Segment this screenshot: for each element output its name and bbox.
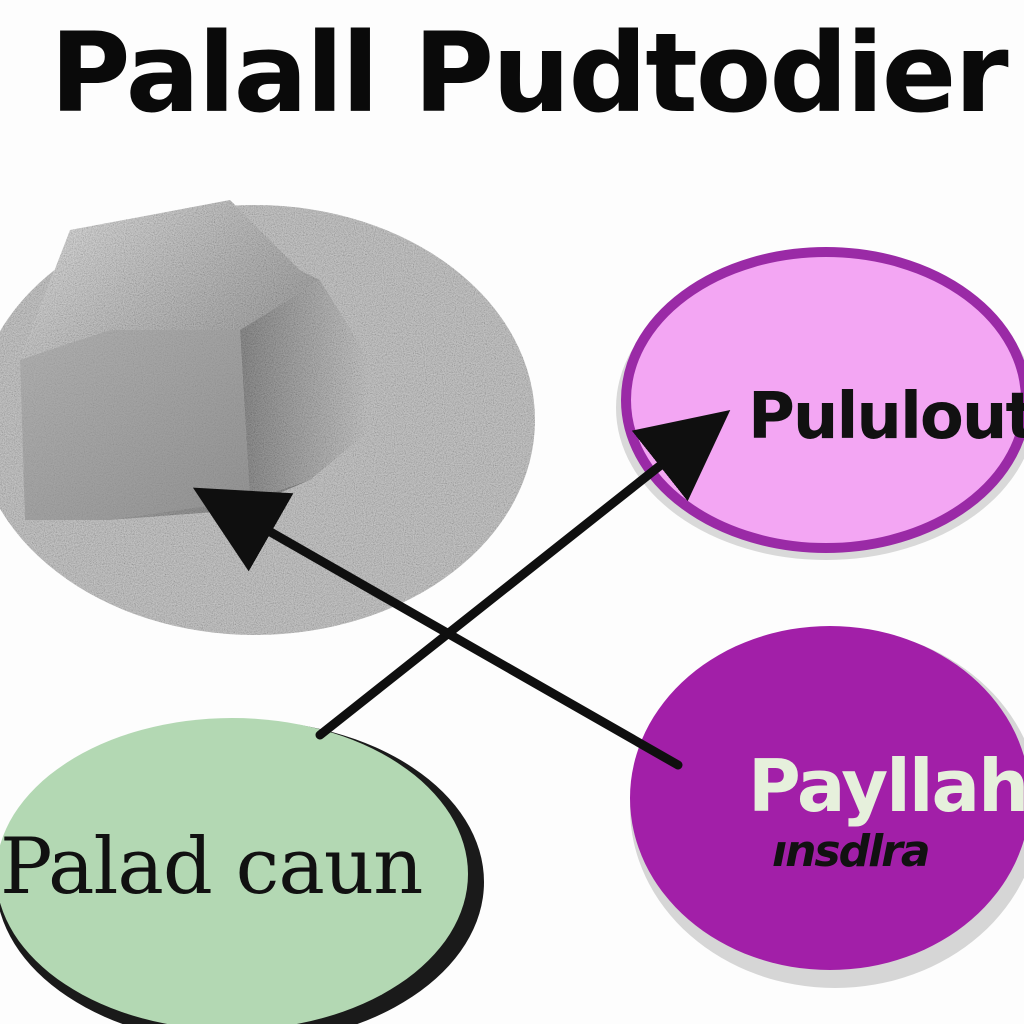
metal-nugget-on-plate-icon — [0, 200, 535, 635]
arrow-to-nugget — [192, 487, 683, 770]
arrow-to-top-right — [315, 410, 731, 740]
node-bottom-left-label: Palad caun — [0, 822, 423, 912]
node-top-right-label: Pululout — [748, 380, 1024, 454]
page-title: Palall Pudtodier — [50, 9, 1009, 137]
node-bottom-right-label: Payllah — [748, 744, 1024, 828]
node-bottom-right-sublabel: ınsdlra — [772, 826, 931, 877]
node-bottom-left — [0, 718, 484, 1024]
node-bottom-right — [630, 626, 1024, 988]
